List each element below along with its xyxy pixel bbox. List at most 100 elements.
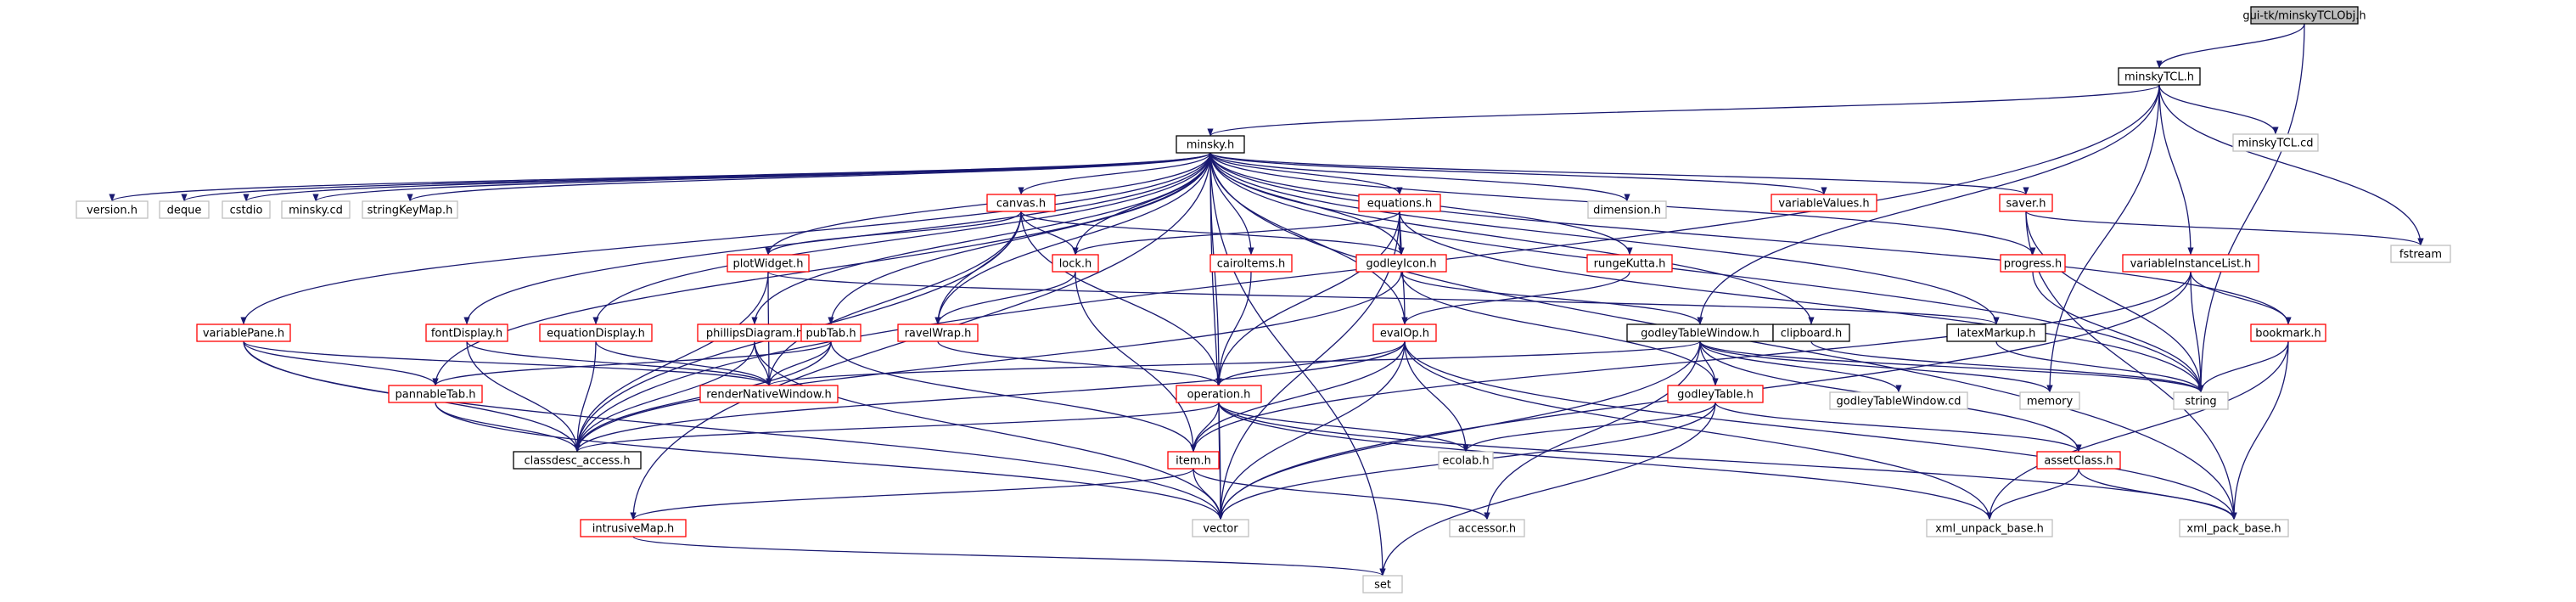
edge-canvas-to-godleyIcon [1020,211,1405,256]
node-item[interactable]: item.h [1167,451,1220,470]
node-box [727,254,810,273]
node-label: minskyTCL.h [2124,71,2194,84]
node-classdesc_access[interactable]: classdesc_access.h [513,451,642,470]
node-label: minsky.cd [289,205,343,217]
edge-root-to-minskyTCL [2156,23,2305,69]
edge-item-to-accessor [1193,468,1490,520]
node-deque[interactable]: deque [159,200,210,219]
node-box [800,324,861,342]
node-minskyTCLcd[interactable]: minskyTCL.cd [2232,133,2319,152]
node-label: plotWidget.h [732,258,803,271]
node-box [362,200,458,219]
node-accessor[interactable]: accessor.h [1449,519,1525,537]
node-label: item.h [1176,455,1211,468]
node-evalOp[interactable]: evalOp.h [1372,324,1437,342]
node-minskycd[interactable]: minsky.cd [281,200,351,219]
node-latexMarkup[interactable]: latexMarkup.h [1946,324,2046,342]
node-box [897,324,979,342]
node-pubTab[interactable]: pubTab.h [800,324,861,342]
edge-minsky-to-saver [1209,152,2029,195]
node-label: cstdio [230,205,263,217]
node-fstream[interactable]: fstream [2390,245,2451,263]
edge-minsky-to-string [1209,152,2204,393]
node-box [1355,254,1447,273]
node-label: gui-tk/minskyTCLObj.h [2242,10,2366,23]
node-saver[interactable]: saver.h [1999,194,2053,212]
node-box [1358,194,1441,212]
node-dimension[interactable]: dimension.h [1587,200,1667,219]
edge-minsky-to-clipboard [1209,152,1815,325]
node-label: variableValues.h [1778,198,1869,211]
node-minskyTCL[interactable]: minskyTCL.h [2118,67,2201,86]
node-set[interactable]: set [1362,575,1403,594]
node-godleyIcon[interactable]: godleyIcon.h [1355,254,1447,273]
edge-variablePane-to-renderNativeWindow [243,340,772,386]
edge-equationDisplay-to-classdesc_access [574,340,597,453]
node-box [1167,451,1220,470]
node-label: operation.h [1187,389,1251,402]
edge-minsky-to-ravelWrap [934,152,1211,325]
node-stringKeyMap[interactable]: stringKeyMap.h [362,200,458,219]
edge-godleyTableWindow-to-renderNativeWindow [766,340,1701,386]
node-label: godleyTableWindow.h [1641,328,1759,340]
node-assetClass[interactable]: assetClass.h [2036,451,2121,470]
node-label: minsky.h [1187,139,1235,152]
node-box [2179,519,2289,537]
node-minsky[interactable]: minsky.h [1176,135,1245,154]
node-label: saver.h [2006,198,2046,211]
node-clipboard[interactable]: clipboard.h [1772,324,1850,342]
edge-minsky-to-canvas [1018,152,1211,195]
edge-ravelWrap-to-operation [937,340,1222,386]
node-variableInstanceList[interactable]: variableInstanceList.h [2122,254,2259,273]
node-equationDisplay[interactable]: equationDisplay.h [539,324,653,342]
node-xml_unpack_base[interactable]: xml_unpack_base.h [1926,519,2053,537]
node-box [425,324,508,342]
node-vector[interactable]: vector [1192,519,1249,537]
node-memory[interactable]: memory [2019,391,2080,410]
node-godleyTable[interactable]: godleyTable.h [1667,385,1764,403]
node-root[interactable]: gui-tk/minskyTCLObj.h [2242,6,2366,25]
edge-godleyTableWindow-to-godleyTableWindowcd [1699,340,1902,393]
node-xml_pack_base[interactable]: xml_pack_base.h [2179,519,2289,537]
edge-godleyIcon-to-classdesc_access [574,271,1402,453]
node-godleyTableWindow[interactable]: godleyTableWindow.h [1626,324,1774,342]
node-fontDisplay[interactable]: fontDisplay.h [425,324,508,342]
edge-minskyTCL-to-minskyTCLcd [2158,84,2279,135]
node-label: version.h [87,205,137,217]
node-progress[interactable]: progress.h [2000,254,2066,273]
node-plotWidget[interactable]: plotWidget.h [727,254,810,273]
edge-phillipsDiagram-to-classdesc_access [574,340,755,453]
edge-godleyTable-to-set [1379,402,1716,577]
node-ecolab[interactable]: ecolab.h [1438,451,1494,470]
node-bookmark[interactable]: bookmark.h [2250,324,2326,342]
node-cairoItems[interactable]: cairoItems.h [1209,254,1293,273]
node-label: pannableTab.h [396,389,476,402]
edge-operation-to-classdesc_access [574,402,1220,453]
node-box [513,451,642,470]
node-renderNativeWindow[interactable]: renderNativeWindow.h [699,385,839,403]
node-rungeKutta[interactable]: rungeKutta.h [1586,254,1673,273]
node-cstdio[interactable]: cstdio [222,200,271,219]
node-label: xml_unpack_base.h [1935,523,2044,536]
node-operation[interactable]: operation.h [1176,385,1262,403]
node-label: set [1374,579,1391,592]
edge-pannableTab-to-vector [435,402,1224,520]
node-version[interactable]: version.h [76,200,149,219]
node-label: phillipsDiagram.h [706,328,803,340]
node-equations[interactable]: equations.h [1358,194,1441,212]
node-box [1772,324,1850,342]
node-phillipsDiagram[interactable]: phillipsDiagram.h [697,324,812,342]
edge-minsky-to-latexMarkup [1209,152,2000,325]
node-godleyTableWindowcd[interactable]: godleyTableWindow.cd [1829,391,1968,410]
node-intrusiveMap[interactable]: intrusiveMap.h [580,519,687,537]
node-ravelWrap[interactable]: ravelWrap.h [897,324,979,342]
edge-minsky-to-minskycd [312,152,1211,202]
edge-minskyTCL-to-memory [2046,84,2160,393]
node-lock[interactable]: lock.h [1052,254,1099,273]
node-string[interactable]: string [2173,391,2229,410]
node-variableValues[interactable]: variableValues.h [1771,194,1877,212]
node-canvas[interactable]: canvas.h [986,194,1056,212]
node-variablePane[interactable]: variablePane.h [196,324,291,342]
node-pannableTab[interactable]: pannableTab.h [388,385,483,403]
edge-evalOp-to-item [1190,340,1406,453]
